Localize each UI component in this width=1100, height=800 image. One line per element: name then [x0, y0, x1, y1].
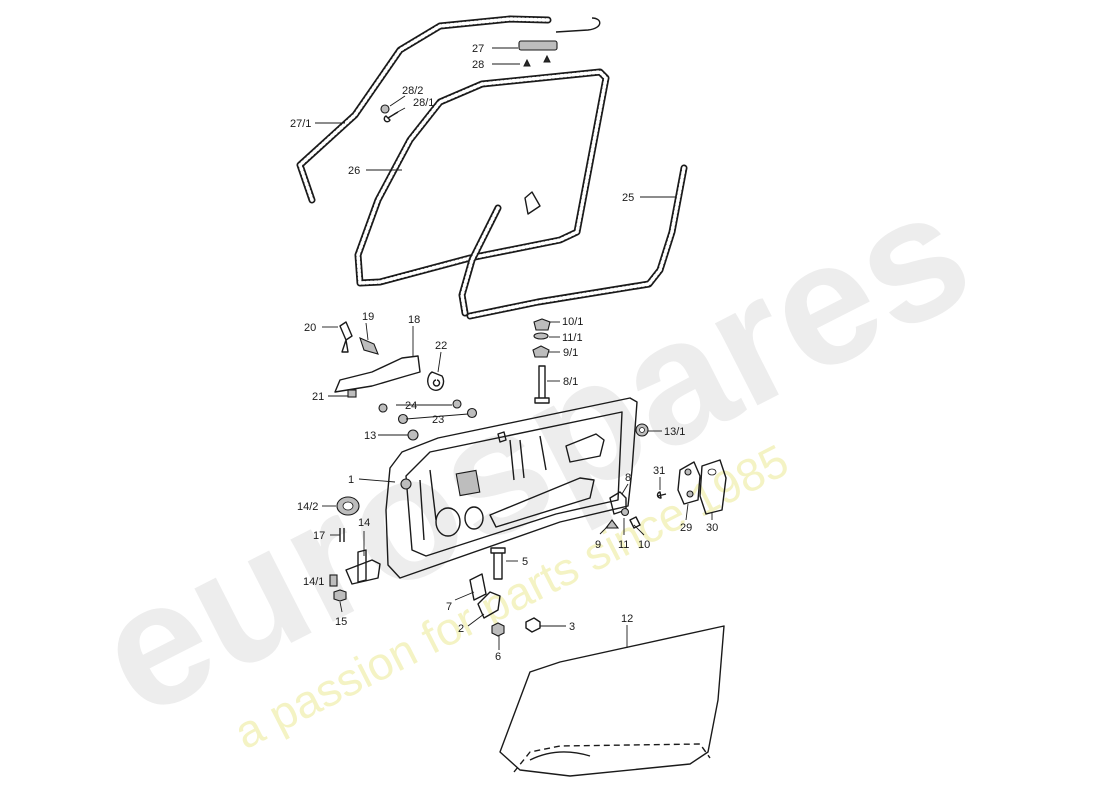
- part-20-lock-key: [339, 321, 353, 353]
- callout-30: 30: [706, 522, 718, 534]
- callout-22: 22: [435, 340, 447, 352]
- hinge-bolt-stack: [532, 318, 551, 404]
- part-30-gasket: [699, 459, 727, 515]
- callout-9-1: 9/1: [563, 347, 578, 359]
- part-19-cylinder: [359, 337, 379, 355]
- part-8-1-bolt: [534, 365, 550, 404]
- door-trim-cover: [499, 625, 725, 777]
- part-13-plug: [407, 429, 419, 441]
- part-7-plate: [469, 573, 487, 601]
- callout-24: 24: [405, 400, 417, 412]
- callout-14-1: 14/1: [303, 576, 324, 588]
- part-3-screw: [525, 617, 541, 633]
- callout-27: 27: [472, 43, 484, 55]
- part-9-1-nut: [532, 345, 550, 358]
- callout-11-1: 11/1: [562, 332, 583, 344]
- callout-5: 5: [522, 556, 528, 568]
- part-11-washer: [620, 507, 630, 517]
- window-frame-seal: [354, 68, 610, 287]
- callout-25: 25: [622, 192, 634, 204]
- callout-10-1: 10/1: [562, 316, 583, 328]
- callout-6: 6: [495, 651, 501, 663]
- seal-clip: [524, 191, 541, 215]
- callout-12: 12: [621, 613, 633, 625]
- callout-13: 13: [364, 430, 376, 442]
- callout-2: 2: [458, 623, 464, 635]
- part-22-bracket: [427, 371, 445, 391]
- part-10-screw: [629, 516, 641, 529]
- leader-lines: [315, 47, 713, 650]
- part-10-1-nut: [533, 318, 551, 331]
- part-2-hinge: [477, 591, 501, 619]
- part-18-handle: [334, 355, 421, 393]
- callout-23: 23: [432, 414, 444, 426]
- part-5-bolt: [490, 547, 506, 580]
- part-21-pad: [347, 389, 357, 398]
- callout-28-2: 28/2: [402, 85, 423, 97]
- part-29-plate: [677, 461, 701, 505]
- hook-clip-icon: [555, 17, 601, 33]
- callout-15: 15: [335, 616, 347, 628]
- part-15-nut: [333, 589, 347, 602]
- callout-10: 10: [638, 539, 650, 551]
- callout-14: 14: [358, 517, 370, 529]
- callout-21: 21: [312, 391, 324, 403]
- door-handle-assembly: [334, 321, 478, 441]
- part-8-bracket: [609, 491, 627, 515]
- part-14-1-spacer: [329, 574, 338, 587]
- callout-labels: 27/1 27 28 28/2 28/1 26 25 20 19 18 22 2…: [290, 43, 718, 663]
- callout-18: 18: [408, 314, 420, 326]
- callout-17: 17: [313, 530, 325, 542]
- callout-20: 20: [304, 322, 316, 334]
- callout-28: 28: [472, 59, 484, 71]
- part-24-washer-right: [452, 399, 462, 409]
- callout-3: 3: [569, 621, 575, 633]
- part-28-1-screw: [383, 111, 399, 123]
- callout-8-1: 8/1: [563, 376, 578, 388]
- callout-1: 1: [348, 474, 354, 486]
- part-9-clip: [604, 519, 620, 529]
- part-27-block: [518, 40, 558, 51]
- callout-19: 19: [362, 311, 374, 323]
- callout-7: 7: [446, 601, 452, 613]
- callout-8: 8: [625, 472, 631, 484]
- part-24-washer-left: [378, 403, 388, 413]
- roof-channel-seal: [296, 15, 601, 204]
- part-31-screw: [656, 491, 667, 499]
- callout-9: 9: [595, 539, 601, 551]
- callout-11: 11: [618, 539, 629, 551]
- callout-14-2: 14/2: [297, 501, 318, 513]
- callout-13-1: 13/1: [664, 426, 685, 438]
- door-inner-panel: [385, 397, 638, 579]
- part-14-check-strap: [345, 549, 381, 585]
- callout-29: 29: [680, 522, 692, 534]
- door-seal: [458, 164, 688, 320]
- lock-striker-parts: [604, 459, 727, 529]
- callout-28-1: 28/1: [413, 97, 434, 109]
- part-11-1-washer: [533, 332, 549, 340]
- part-23-nut-right: [466, 407, 478, 419]
- part-28-2-washer: [380, 104, 390, 114]
- hinge-parts: [469, 547, 541, 637]
- door-check-assembly: [329, 496, 381, 602]
- part-6-nut: [491, 622, 505, 637]
- callout-26: 26: [348, 165, 360, 177]
- callout-27-1: 27/1: [290, 118, 311, 130]
- callout-31: 31: [653, 465, 665, 477]
- part-28-clips: [523, 54, 551, 67]
